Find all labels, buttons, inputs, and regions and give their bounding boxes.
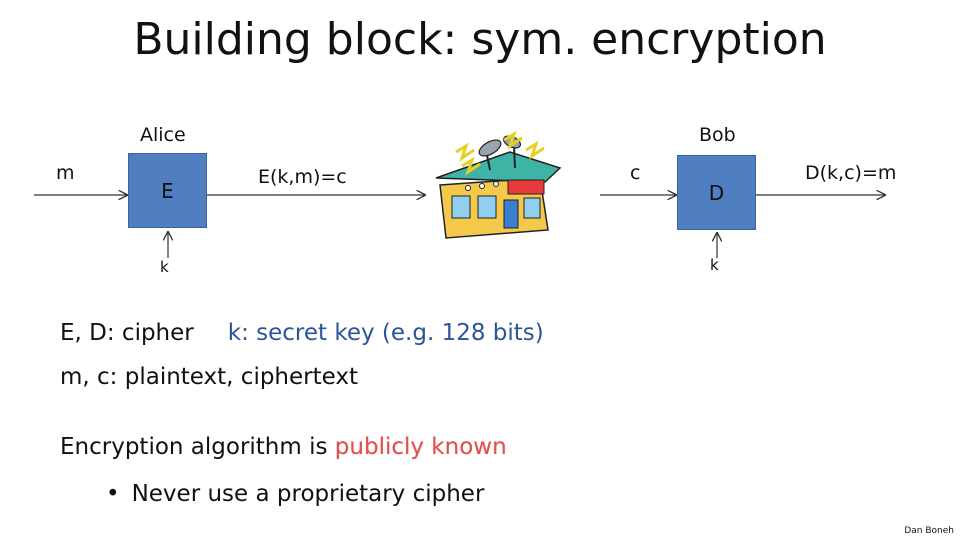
bob-label: Bob: [699, 124, 736, 146]
algorithm-line: Encryption algorithm is publicly known: [60, 434, 507, 460]
bob-output-label: D(k,c)=m: [805, 162, 897, 184]
cipher-definition: E, D: cipher: [60, 320, 194, 346]
bullet-text: Never use a proprietary cipher: [131, 481, 485, 507]
alice-key-label: k: [160, 258, 169, 276]
footer-author: Dan Boneh: [904, 526, 954, 536]
key-definition: k: secret key (e.g. 128 bits): [227, 320, 544, 346]
bob-key-label: k: [710, 256, 719, 274]
alice-input-label: m: [56, 162, 75, 184]
algorithm-text: Encryption algorithm is: [60, 434, 335, 460]
decryption-box: D: [677, 155, 756, 230]
encryption-box: E: [128, 153, 207, 228]
ciphertext-label: E(k,m)=c: [258, 166, 347, 188]
bob-input-label: c: [630, 162, 641, 184]
bullet-item: • Never use a proprietary cipher: [106, 481, 484, 507]
cipher-line: E, D: cipher k: secret key (e.g. 128 bits…: [60, 320, 544, 346]
slide-title: Building block: sym. encryption: [133, 14, 827, 65]
bullet-dot-icon: •: [106, 481, 120, 507]
alice-label: Alice: [140, 124, 186, 146]
plaintext-line: m, c: plaintext, ciphertext: [60, 364, 359, 390]
publicly-known-highlight: publicly known: [334, 434, 507, 460]
radio-station-icon: [435, 130, 562, 239]
